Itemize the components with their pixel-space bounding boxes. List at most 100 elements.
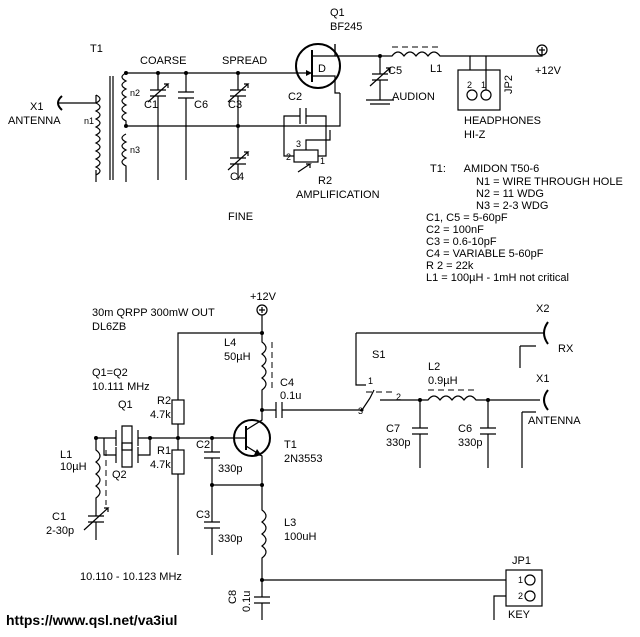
label-c3: C3 xyxy=(228,99,242,111)
label-tx-callsign: DL6ZB xyxy=(92,321,126,333)
source-url: https://www.qsl.net/va3iul xyxy=(6,612,177,628)
label-l3-val: 100uH xyxy=(284,531,316,543)
label-coarse: COARSE xyxy=(140,55,186,67)
label-l4-tx: L4 xyxy=(224,337,236,349)
label-r1-tx: R1 xyxy=(157,445,171,457)
note-n1: N1 = WIRE THROUGH HOLE xyxy=(476,176,623,188)
label-x2-tx: X2 xyxy=(536,303,549,315)
note-c2: C2 = 100nF xyxy=(426,224,484,236)
rx-jack-x2 xyxy=(543,321,549,345)
inductor-l1 xyxy=(380,51,471,70)
capacitor-c8-tx xyxy=(254,580,270,620)
coil-n1 xyxy=(94,94,101,182)
label-n3: n3 xyxy=(130,145,140,155)
label-s1-pin1: 1 xyxy=(368,376,373,386)
label-c6-tx: C6 xyxy=(458,423,472,435)
label-r2-pin3: 3 xyxy=(296,139,301,149)
note-r2: R 2 = 22k xyxy=(426,260,474,272)
label-q1-xtal: Q1 xyxy=(118,399,133,411)
capacitor-c2 xyxy=(283,108,327,126)
capacitor-c1-tx xyxy=(88,512,104,540)
label-q2-xtal: Q2 xyxy=(112,469,127,481)
label-s1: S1 xyxy=(372,349,385,361)
note-n3: N3 = 2-3 WDG xyxy=(476,200,548,212)
label-r2-val: 4.7k xyxy=(150,409,171,421)
label-12v-bottom: +12V xyxy=(250,291,277,303)
capacitor-c3-tx xyxy=(204,485,220,555)
label-headphones: HEADPHONES xyxy=(464,115,541,127)
label-fine: FINE xyxy=(228,211,253,223)
label-key: KEY xyxy=(508,609,531,621)
label-x1: X1 xyxy=(30,101,43,113)
label-jp2-pin1: 1 xyxy=(481,80,486,90)
resistor-r1-tx xyxy=(171,449,185,475)
note-c4: C4 = VARIABLE 5-60pF xyxy=(426,248,544,260)
capacitor-c2-tx xyxy=(204,438,220,485)
label-l4-val: 50µH xyxy=(224,351,251,363)
label-c8-tx: C8 xyxy=(227,590,239,604)
label-c1: C1 xyxy=(144,99,158,111)
capacitor-c1 xyxy=(150,73,166,180)
transformer-core xyxy=(109,76,114,180)
transistor-t1 xyxy=(233,419,271,457)
label-c7-tx: C7 xyxy=(386,423,400,435)
label-l1-tx: L1 xyxy=(60,449,72,461)
label-c2-tx: C2 xyxy=(196,439,210,451)
transmitter-circuit xyxy=(83,304,549,620)
connector-jp1 xyxy=(505,569,543,607)
receiver-circuit xyxy=(57,43,548,182)
label-n1: n1 xyxy=(84,116,94,126)
coil-n2 xyxy=(121,72,128,126)
label-r1-val: 4.7k xyxy=(150,459,171,471)
label-c3-tx: C3 xyxy=(196,509,210,521)
label-c4: C4 xyxy=(230,171,244,183)
connector-jp2 xyxy=(457,69,501,111)
label-s1-pin3: 3 xyxy=(358,406,363,416)
label-c1-val: 2-30p xyxy=(46,525,74,537)
label-c2-val: 330p xyxy=(218,463,242,475)
label-l2-tx: L2 xyxy=(428,361,440,373)
capacitor-c6-tx xyxy=(480,400,496,468)
label-tx-title: 30m QRPP 300mW OUT xyxy=(92,307,215,319)
label-amplification: AMPLIFICATION xyxy=(296,189,380,201)
capacitor-c3 xyxy=(230,73,246,126)
capacitor-c4 xyxy=(230,126,246,180)
capacitor-c7-tx xyxy=(412,400,428,468)
label-audion: AUDION xyxy=(392,91,435,103)
capacitor-c6 xyxy=(178,73,194,180)
label-c4-tx: C4 xyxy=(280,377,294,389)
label-jp2-pin2: 2 xyxy=(467,80,472,90)
label-c6: C6 xyxy=(194,99,208,111)
label-l3-tx: L3 xyxy=(284,517,296,529)
label-jp2: JP2 xyxy=(503,75,515,94)
label-l2-val: 0.9µH xyxy=(428,375,458,387)
label-t1-tx: T1 xyxy=(284,439,297,451)
note-c1c5: C1, C5 = 5-60pF xyxy=(426,212,508,224)
resistor-r2 xyxy=(293,149,319,163)
label-l1: L1 xyxy=(430,63,442,75)
inductor-l3-tx xyxy=(261,485,267,580)
label-antenna-tx: ANTENNA xyxy=(528,415,581,427)
label-c8-val: 0.1u xyxy=(241,591,253,612)
inductor-l4 xyxy=(261,333,267,405)
label-r2-pin2: 2 xyxy=(286,152,291,162)
note-n2: N2 = 11 WDG xyxy=(476,188,544,200)
label-t1: T1 xyxy=(90,43,103,55)
label-r2-pin1: 1 xyxy=(320,156,325,166)
tank-tap-rail xyxy=(126,93,341,127)
supply-rail xyxy=(177,315,263,400)
label-c6-val: 330p xyxy=(458,437,482,449)
capacitor-c5 xyxy=(372,56,388,100)
label-spread: SPREAD xyxy=(222,55,267,67)
label-jp1: JP1 xyxy=(512,555,531,567)
inductor-l2-tx xyxy=(420,395,540,401)
label-freq-range: 10.110 - 10.123 MHz xyxy=(80,571,182,583)
label-q1: Q1 xyxy=(330,7,345,19)
antenna-jack-x1-tx xyxy=(543,389,549,411)
label-r2-tx: R2 xyxy=(157,395,171,407)
label-drain: D xyxy=(318,63,326,75)
label-hiz: HI-Z xyxy=(464,129,486,141)
switch-s1 xyxy=(361,389,375,411)
label-antenna: ANTENNA xyxy=(8,115,61,127)
